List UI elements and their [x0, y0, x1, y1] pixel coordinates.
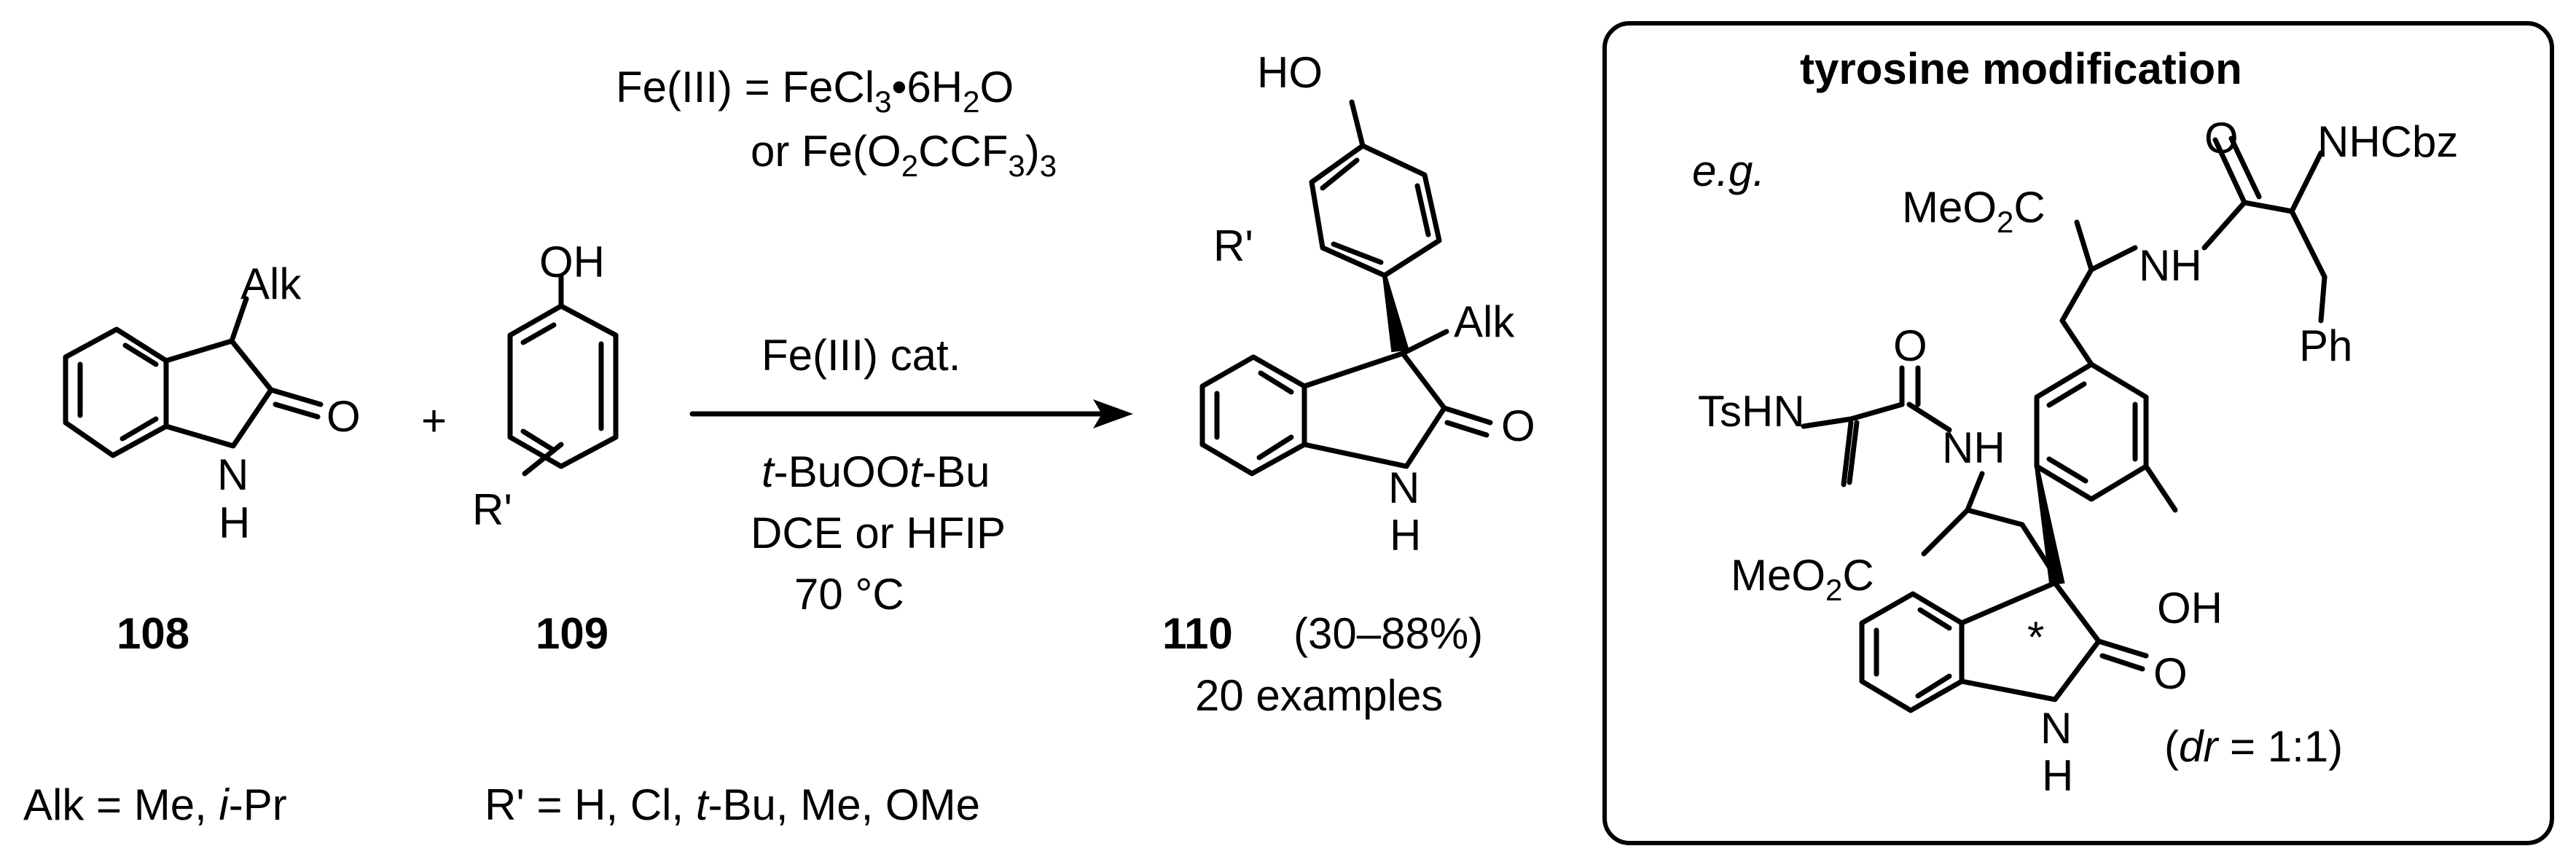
nh-top-label: NH	[2139, 241, 2202, 290]
reactant-108-nitrogen-label: N	[217, 450, 248, 499]
temperature-label: 70 °C	[794, 570, 904, 619]
product-110-hydrogen-label: H	[1390, 511, 1421, 560]
stereocenter-star: *	[2027, 613, 2044, 662]
oh-label: OH	[2157, 584, 2223, 632]
alk-definition: Alk = Me, i-Pr	[23, 780, 287, 829]
fe-definition-line-2: or Fe(O2CCF3)3	[751, 127, 1057, 183]
reactant-109-r-label: R'	[472, 485, 512, 534]
carbonyl-o-mid-label: O	[1893, 321, 1927, 370]
product-110-structure	[1199, 99, 1493, 477]
reactant-109-number: 109	[536, 609, 608, 658]
tyrosine-box-title: tyrosine modification	[1800, 44, 2242, 93]
ph-label: Ph	[2299, 321, 2352, 370]
product-110-hydroxyl-label: HO	[1257, 48, 1323, 97]
tyrosine-box	[1602, 21, 2554, 845]
carbonyl-o-top-label: O	[2204, 114, 2239, 162]
fe-definition-line-1: Fe(III) = FeCl3•6H2O	[616, 63, 1014, 119]
reactant-109-hydroxyl-label: OH	[539, 238, 605, 286]
product-110-r-label: R'	[1213, 222, 1253, 270]
product-110-number: 110	[1162, 609, 1233, 658]
reaction-arrow	[689, 399, 1133, 428]
tyrosine-structure	[1801, 136, 2328, 713]
r-definition: R' = H, Cl, t-Bu, Me, OMe	[485, 780, 980, 829]
product-110-nitrogen-label: N	[1388, 463, 1420, 512]
oxidant-label: t-BuOOt-Bu	[762, 447, 990, 496]
dr-label: (dr = 1:1)	[2164, 722, 2343, 771]
tshn-label: TsHN	[1698, 387, 1805, 436]
meo2c-bottom-label: MeO2C	[1731, 551, 1874, 607]
meo2c-top-label: MeO2C	[1902, 183, 2045, 239]
product-110-examples: 20 examples	[1195, 671, 1443, 720]
eg-label: e.g.	[1692, 146, 1765, 195]
reactant-108-hydrogen-label: H	[219, 498, 250, 547]
catalyst-label: Fe(III) cat.	[762, 331, 960, 380]
nh-mid-label: NH	[1942, 423, 2005, 472]
carbonyl-o-bottom-label: O	[2153, 649, 2188, 698]
box-hydrogen-label: H	[2042, 751, 2073, 800]
box-nitrogen-label: N	[2040, 704, 2072, 753]
product-110-alk-label: Alk	[1454, 297, 1515, 346]
product-110-oxygen-label: O	[1501, 401, 1535, 450]
reactant-108-oxygen-label: O	[326, 392, 361, 441]
product-110-yield: (30–88%)	[1293, 609, 1483, 658]
solvent-label: DCE or HFIP	[751, 509, 1006, 557]
reactant-108-alk-label: Alk	[240, 259, 302, 308]
reactant-109-structure	[507, 274, 619, 477]
nhcbz-label: NHCbz	[2317, 117, 2458, 166]
plus-sign: +	[421, 396, 447, 445]
reactant-108-structure	[63, 296, 324, 458]
reactant-108-number: 108	[117, 609, 189, 658]
